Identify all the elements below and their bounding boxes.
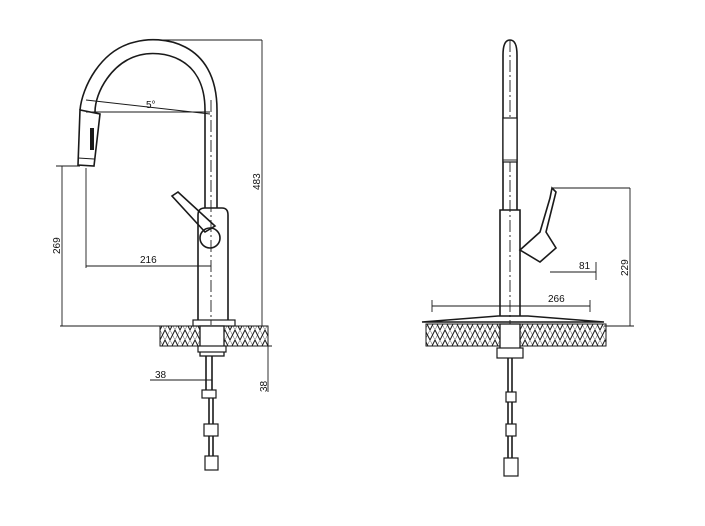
dim-total-height: 483	[252, 173, 263, 190]
dim-base-width: 266	[548, 294, 565, 305]
hose-connector-2	[204, 455, 219, 471]
front-spout	[502, 39, 518, 210]
front-mounting-shank	[499, 323, 521, 351]
lever-handle	[170, 190, 217, 234]
hose-connector-1	[203, 423, 219, 437]
spray-head	[77, 109, 101, 167]
dim-handle-offset: 81	[579, 261, 591, 272]
dim-reach: 216	[140, 255, 157, 266]
gooseneck-spout	[79, 38, 218, 111]
front-lever-handle	[518, 186, 558, 263]
front-hose-connector-3	[503, 457, 519, 477]
side-view: 483 269 216 5° 38 38	[52, 38, 272, 471]
dim-outlet-height: 269	[52, 237, 63, 254]
tap-body	[197, 207, 229, 320]
front-view: 229 81 266	[421, 39, 634, 477]
dim-deck-thickness: 38	[259, 380, 270, 392]
front-hose-connector-2	[505, 423, 517, 437]
dim-spout-angle: 5°	[146, 100, 156, 111]
dim-mount-hole: 38	[155, 370, 167, 381]
base-plate	[421, 315, 605, 323]
handle-knob	[199, 227, 221, 249]
dim-handle-height: 229	[620, 259, 631, 276]
front-hose-connector-1	[505, 391, 517, 403]
